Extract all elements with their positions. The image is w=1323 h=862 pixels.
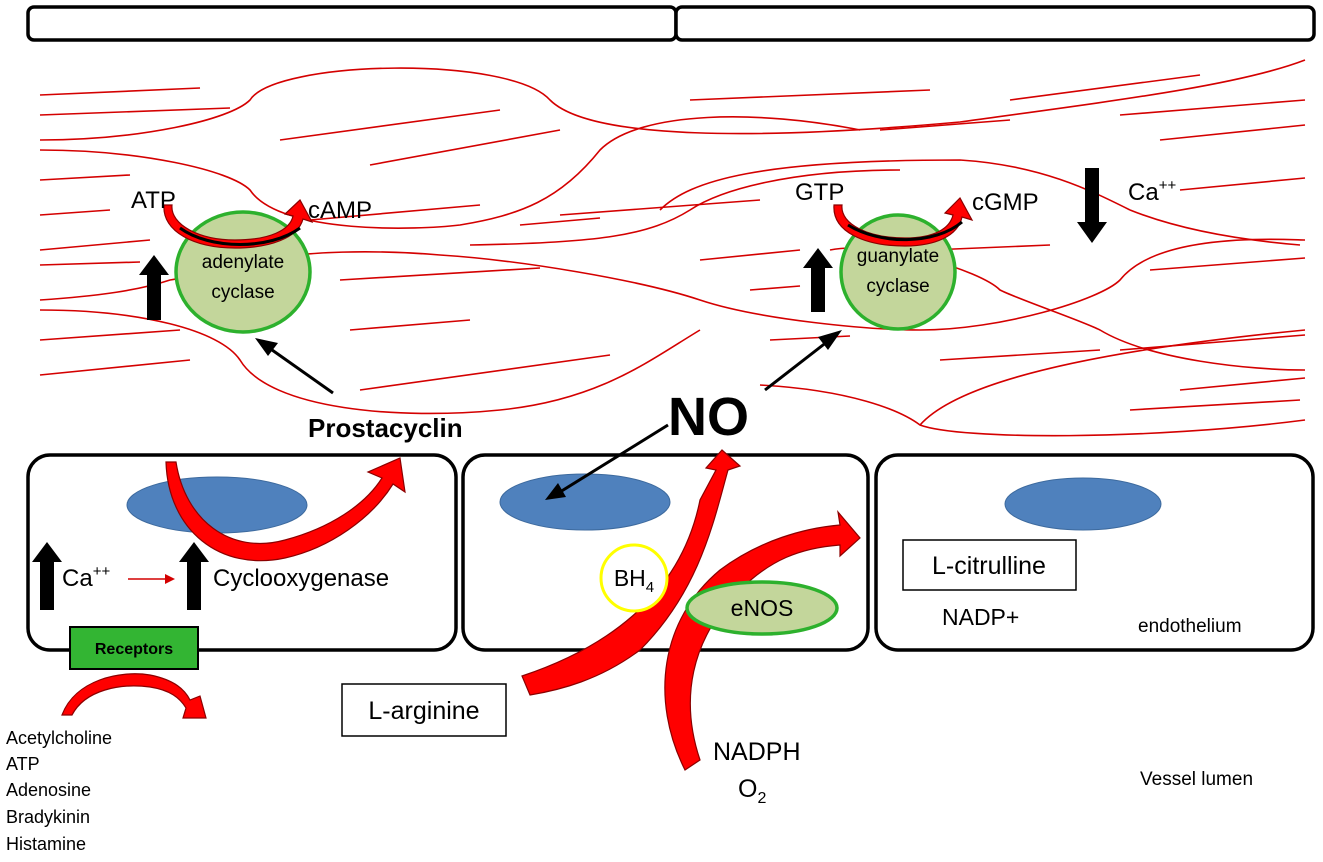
cyclooxygenase-label: Cyclooxygenase: [213, 565, 389, 592]
adenylate-label-line2: cyclase: [211, 282, 274, 303]
prostacyclin-arrow: [255, 338, 334, 395]
muscle-cell-outline: [659, 159, 1131, 211]
agonist-item: ATP: [6, 754, 40, 774]
muscle-cell-outline: [39, 59, 1306, 141]
prostacyclin-label: Prostacyclin: [308, 413, 463, 443]
camp-label: cAMP: [308, 197, 372, 224]
guanylate-label-line2: cyclase: [866, 276, 929, 297]
calcium-muscle-label: Ca++: [1128, 177, 1176, 206]
agonist-list: Acetylcholine ATP Adenosine Bradykinin H…: [6, 728, 112, 854]
header-bars: [26, 5, 1316, 42]
calcium-to-cox-arrow: [128, 574, 175, 584]
up-arrow-calcium-cell: [32, 542, 62, 610]
smooth-muscle-layer: [39, 59, 1306, 437]
enos-label: eNOS: [731, 595, 794, 621]
atp-label: ATP: [131, 187, 176, 214]
nadph-label: NADPH: [713, 738, 801, 766]
l-citrulline-label: L-citrulline: [932, 552, 1046, 580]
endothelial-cell-right: [874, 453, 1315, 652]
cgmp-label: cGMP: [972, 189, 1039, 216]
l-citrulline-box: L-citrulline: [902, 539, 1077, 591]
calcium-cell-label: Ca++: [62, 563, 110, 592]
receptors-box: Receptors: [69, 626, 199, 670]
up-arrow-cyclooxygenase: [179, 542, 209, 610]
arachidonate-to-prostacyclin-arrow: [165, 457, 406, 562]
muscle-cell-outline: [39, 116, 861, 229]
o2-label: O2: [738, 775, 766, 807]
muscle-cell-outline: [469, 169, 901, 246]
decrease-arrow-calcium: [1077, 168, 1107, 243]
nucleus-left: [126, 476, 308, 534]
no-to-nucleus-arrow: [545, 423, 669, 500]
gtp-label: GTP: [795, 179, 844, 206]
adenylate-label-line1: adenylate: [202, 252, 284, 273]
l-arginine-label: L-arginine: [368, 697, 479, 725]
bh4-label: BH4: [614, 565, 654, 596]
agonist-item: Bradykinin: [6, 807, 90, 827]
agonist-binding-arrow: [61, 673, 207, 719]
nucleus-right: [1004, 477, 1162, 531]
l-arginine-box: L-arginine: [341, 683, 507, 737]
atp-to-camp-arrow: [163, 199, 314, 249]
gtp-to-cgmp-arrow: [833, 197, 974, 247]
vessel-lumen-label: Vessel lumen: [1140, 769, 1253, 790]
bh4-cofactor: BH4: [599, 543, 669, 613]
muscle-cell-outline: [39, 309, 701, 415]
endothelium-label: endothelium: [1138, 616, 1242, 637]
nucleus-middle: [499, 473, 671, 531]
nadph-to-citrulline-arrow: [664, 509, 861, 771]
l-arginine-to-no-arrow: [521, 449, 742, 696]
header-bar-left: [26, 5, 678, 42]
no-to-guanylate-arrow: [764, 330, 842, 392]
header-bar-right: [674, 5, 1316, 42]
muscle-cell-outline: [759, 384, 1306, 437]
increase-arrow-cgmp: [803, 248, 833, 312]
agonist-item: Acetylcholine: [6, 728, 112, 748]
muscle-cell-outline: [1129, 209, 1301, 246]
nadp-plus-label: NADP+: [942, 604, 1019, 630]
agonist-item: Histamine: [6, 834, 86, 854]
receptors-label: Receptors: [95, 641, 173, 658]
increase-arrow-camp: [139, 255, 169, 320]
muscle-cell-outline: [919, 329, 1306, 426]
enos-enzyme: eNOS: [685, 580, 839, 636]
guanylate-label-line1: guanylate: [857, 246, 939, 267]
agonist-item: Adenosine: [6, 780, 91, 800]
no-label: NO: [668, 387, 749, 447]
